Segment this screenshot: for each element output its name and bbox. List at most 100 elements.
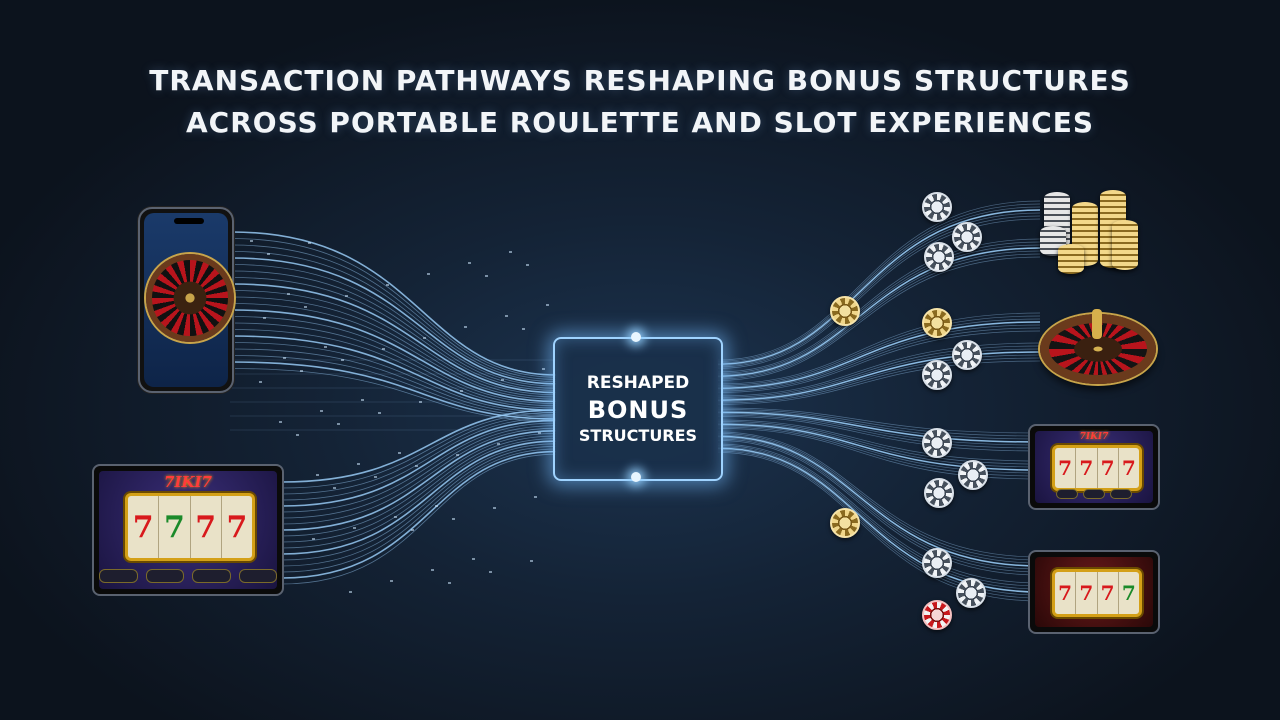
flow-particle	[423, 337, 426, 339]
slot-reel: 7	[226, 509, 248, 545]
flow-line	[281, 446, 557, 567]
flow-particle	[283, 357, 286, 359]
flow-line	[231, 251, 557, 382]
flow-line	[717, 244, 1041, 376]
flow-particle	[374, 476, 377, 478]
flow-line	[231, 348, 557, 415]
flow-particle	[546, 304, 549, 306]
flow-line	[281, 438, 557, 549]
hub-label-main: BONUS	[587, 396, 689, 424]
flow-line	[231, 244, 557, 380]
flow-line	[717, 409, 1041, 437]
chip-icon	[922, 308, 952, 338]
slot-reel: 7	[159, 496, 191, 558]
flow-line	[281, 414, 557, 495]
chip-icon	[956, 578, 986, 608]
flow-line	[281, 427, 557, 525]
flow-particle	[296, 434, 299, 436]
flow-line	[231, 361, 557, 420]
slot-reel: 7	[1121, 581, 1136, 605]
flow-particle	[394, 516, 397, 518]
flow-particle	[411, 529, 414, 531]
flow-line	[717, 431, 1041, 558]
hub-glow-bottom	[631, 472, 641, 482]
flow-line	[231, 329, 557, 409]
flow-line	[717, 253, 1041, 380]
chip-icon	[924, 242, 954, 272]
flow-line	[717, 256, 1041, 381]
slot-reel: 7	[1076, 448, 1098, 488]
flow-particle	[456, 454, 459, 456]
flow-line	[717, 433, 1041, 561]
bonus-structures-hub: RESHAPED BONUS STRUCTURES	[553, 337, 723, 481]
flow-line	[231, 257, 557, 385]
flow-line	[717, 247, 1041, 377]
flow-line	[281, 453, 557, 585]
flow-line	[281, 433, 557, 537]
flow-particle	[530, 560, 533, 562]
tablet-screen: 7IKI7 7 7 7 7	[99, 471, 277, 589]
flow-particle	[320, 410, 323, 412]
flow-line	[717, 445, 1041, 587]
slot-reel: 7	[191, 496, 222, 558]
flow-line	[717, 327, 1041, 392]
flow-line	[281, 409, 557, 483]
flow-particle	[526, 264, 529, 266]
flow-particle	[304, 306, 307, 308]
flow-particle	[316, 474, 319, 476]
flow-line	[717, 212, 1041, 366]
chip-icon	[922, 360, 952, 390]
flow-line	[717, 318, 1041, 388]
flow-line	[281, 435, 557, 543]
flow-particle	[452, 518, 455, 520]
flow-particle	[279, 421, 282, 423]
hub-label-top: RESHAPED	[586, 373, 690, 393]
flow-line	[231, 296, 557, 398]
chip-icon	[830, 296, 860, 326]
flow-line	[717, 200, 1041, 361]
flow-line	[717, 250, 1041, 378]
flow-line	[281, 448, 557, 573]
flow-particle	[345, 295, 348, 297]
flow-particle	[538, 432, 541, 434]
flow-line	[717, 443, 1041, 584]
slot-reel: 7	[1055, 572, 1077, 614]
hub-label-bottom: STRUCTURES	[578, 426, 698, 445]
flow-line	[231, 270, 557, 389]
flow-particle	[542, 368, 545, 370]
flow-particle	[250, 240, 253, 242]
flow-particle	[427, 273, 430, 275]
page-title: TRANSACTION PATHWAYS RESHAPING BONUS STR…	[40, 60, 1240, 144]
chip-icon	[952, 222, 982, 252]
flow-particle	[390, 580, 393, 582]
flow-particle	[353, 527, 356, 529]
flow-line	[281, 422, 557, 513]
chip-icon	[952, 340, 982, 370]
slot-reel: 7	[1121, 456, 1136, 480]
flow-line	[717, 321, 1041, 389]
chip-icon	[830, 508, 860, 538]
flow-particle	[349, 591, 352, 593]
flow-line	[717, 413, 1041, 446]
flow-line	[717, 407, 1041, 434]
flow-particle	[312, 538, 315, 540]
flow-particle	[464, 326, 467, 328]
title-line-2: ACROSS PORTABLE ROULETTE AND SLOT EXPERI…	[186, 106, 1094, 139]
flow-line	[717, 437, 1041, 570]
flow-line	[717, 435, 1041, 567]
hub-glow-top	[631, 332, 641, 342]
slot-reel: 7	[1098, 448, 1119, 488]
chip-icon	[922, 192, 952, 222]
flow-particle	[382, 348, 385, 350]
flow-line	[717, 414, 1041, 449]
flow-line	[231, 231, 557, 376]
flow-particle	[378, 412, 381, 414]
flow-line	[717, 315, 1041, 386]
chip-icon	[924, 478, 954, 508]
flow-particle	[522, 328, 525, 330]
flow-line	[231, 283, 557, 394]
flow-particle	[534, 496, 537, 498]
flow-line	[717, 411, 1041, 443]
